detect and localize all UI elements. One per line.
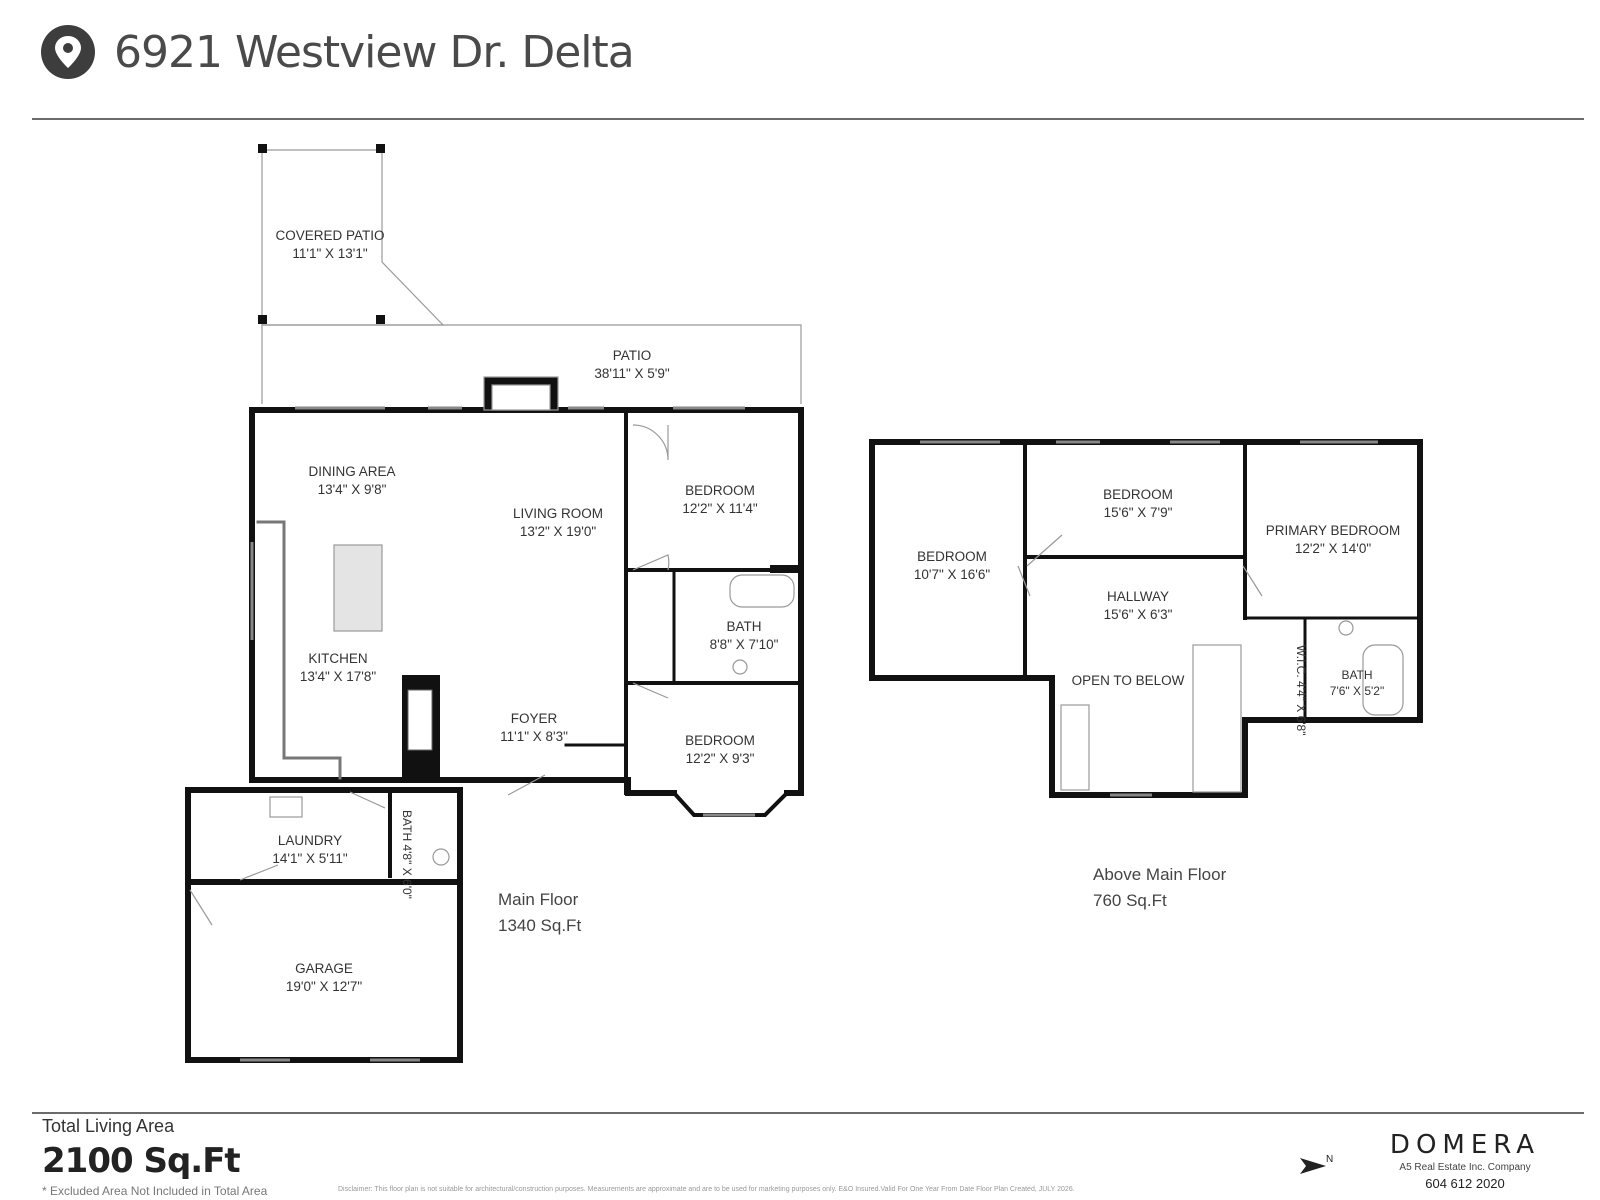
room-name: HALLWAY	[1106, 589, 1170, 604]
room-bedroom-main-1: BEDROOM 12'2" X 11'4"	[682, 482, 757, 518]
room-garage: GARAGE 19'0" X 12'7"	[286, 960, 362, 996]
room-name: BEDROOM	[917, 549, 987, 564]
room-name: LIVING ROOM	[512, 506, 604, 521]
brand-phone: 604 612 2020	[1425, 1176, 1505, 1191]
room-dining-area: DINING AREA 13'4" X 9'8"	[308, 463, 395, 499]
room-dimensions: 15'6" X 7'9"	[1103, 505, 1173, 520]
above-floor-label: Above Main Floor 760 Sq.Ft	[1093, 862, 1226, 914]
room-dimensions: 11'1" X 8'3"	[500, 729, 568, 744]
floor-area: 1340 Sq.Ft	[498, 916, 582, 935]
room-foyer: FOYER 11'1" X 8'3"	[500, 710, 568, 746]
room-dimensions: 13'4" X 17'8"	[299, 669, 377, 684]
room-name: PRIMARY BEDROOM	[1265, 523, 1401, 538]
total-title: Total Living Area	[42, 1116, 175, 1136]
room-living-room: LIVING ROOM 13'2" X 19'0"	[513, 505, 603, 541]
room-name: BEDROOM	[1103, 487, 1173, 502]
room-kitchen: KITCHEN 13'4" X 17'8"	[300, 650, 376, 686]
room-dimensions: 12'2" X 9'3"	[685, 751, 755, 766]
room-name: KITCHEN	[308, 651, 368, 666]
room-patio: PATIO 38'11" X 5'9"	[594, 347, 669, 383]
header-divider	[32, 118, 1584, 120]
room-name: LAUNDRY	[277, 833, 343, 848]
room-name: BATH	[726, 619, 762, 634]
room-dimensions: 14'1" X 5'11"	[272, 851, 348, 866]
room-name: BATH	[400, 810, 414, 842]
room-bedroom-above-2: BEDROOM 15'6" X 7'9"	[1103, 486, 1173, 522]
room-primary-bedroom: PRIMARY BEDROOM 12'2" X 14'0"	[1266, 522, 1401, 558]
room-name: BEDROOM	[685, 733, 755, 748]
room-dimensions: 12'2" X 11'4"	[682, 501, 758, 516]
room-name: BEDROOM	[685, 483, 755, 498]
room-dimensions: 4'8" X 6'0"	[400, 844, 414, 899]
room-name: DINING AREA	[308, 464, 396, 479]
above-floor-walls	[869, 439, 1423, 798]
total-value: 2100 Sq.Ft	[42, 1141, 241, 1181]
header: 6921 Westview Dr. Delta	[40, 22, 635, 82]
property-address: 6921 Westview Dr. Delta	[114, 26, 635, 78]
room-dimensions: 19'0" X 12'7"	[285, 979, 363, 994]
room-name: COVERED PATIO	[275, 228, 385, 243]
brand-block: DOMERA A5 Real Estate Inc. Company 604 6…	[1370, 1130, 1560, 1191]
room-hallway: HALLWAY 15'6" X 6'3"	[1104, 588, 1173, 624]
room-laundry: LAUNDRY 14'1" X 5'11"	[272, 832, 347, 868]
room-dimensions: 11'1" X 13'1"	[292, 246, 368, 261]
room-name: GARAGE	[295, 961, 353, 976]
location-pin-icon	[40, 24, 96, 80]
floor-name: Above Main Floor	[1093, 865, 1227, 884]
main-floor-label: Main Floor 1340 Sq.Ft	[498, 887, 581, 939]
room-bath-main: BATH 8'8" X 7'10"	[710, 618, 779, 654]
north-arrow-icon: N	[1298, 1154, 1338, 1178]
room-bath-above: BATH 7'6" X 5'2"	[1330, 667, 1384, 699]
excluded-note: * Excluded Area Not Included in Total Ar…	[42, 1184, 268, 1198]
room-dimensions: 10'7" X 16'6"	[913, 567, 991, 582]
brand-subtitle: A5 Real Estate Inc. Company	[1399, 1162, 1531, 1173]
room-bath-small: BATH 4'8" X 6'0"	[400, 810, 414, 899]
room-dimensions: 13'2" X 19'0"	[519, 524, 597, 539]
brand-logo: DOMERA	[1389, 1130, 1541, 1160]
room-covered-patio: COVERED PATIO 11'1" X 13'1"	[275, 227, 384, 263]
floor-name: Main Floor	[498, 890, 579, 909]
room-name: OPEN TO BELOW	[1071, 673, 1185, 688]
laundry-garage-walls	[185, 787, 463, 1063]
room-name: PATIO	[612, 348, 652, 363]
room-dimensions: 38'11" X 5'9"	[594, 366, 670, 381]
room-dimensions: 7'6" X 5'2"	[1329, 684, 1385, 698]
total-living-area: Total Living Area 2100 Sq.Ft	[42, 1116, 241, 1181]
room-dimensions: 8'8" X 7'10"	[709, 637, 779, 652]
room-dimensions: 12'2" X 14'0"	[1294, 541, 1372, 556]
room-open-to-below: OPEN TO BELOW	[1072, 672, 1185, 690]
room-dimensions: 4'4" X 6'8"	[1294, 681, 1308, 736]
room-dimensions: 15'6" X 6'3"	[1103, 607, 1173, 622]
room-name: W.I.C.	[1294, 645, 1308, 678]
north-letter: N	[1326, 1154, 1334, 1165]
disclaimer: Disclaimer: This floor plan is not suita…	[338, 1186, 1075, 1193]
room-bedroom-above-1: BEDROOM 10'7" X 16'6"	[914, 548, 990, 584]
room-name: FOYER	[510, 711, 558, 726]
room-dimensions: 13'4" X 9'8"	[317, 482, 387, 497]
footer-divider	[32, 1112, 1584, 1114]
room-wic: W.I.C. 4'4" X 6'8"	[1294, 645, 1308, 735]
floor-area: 760 Sq.Ft	[1093, 891, 1167, 910]
main-floor-walls	[249, 407, 804, 796]
room-bedroom-main-2: BEDROOM 12'2" X 9'3"	[685, 732, 755, 768]
room-name: BATH	[1341, 668, 1373, 682]
